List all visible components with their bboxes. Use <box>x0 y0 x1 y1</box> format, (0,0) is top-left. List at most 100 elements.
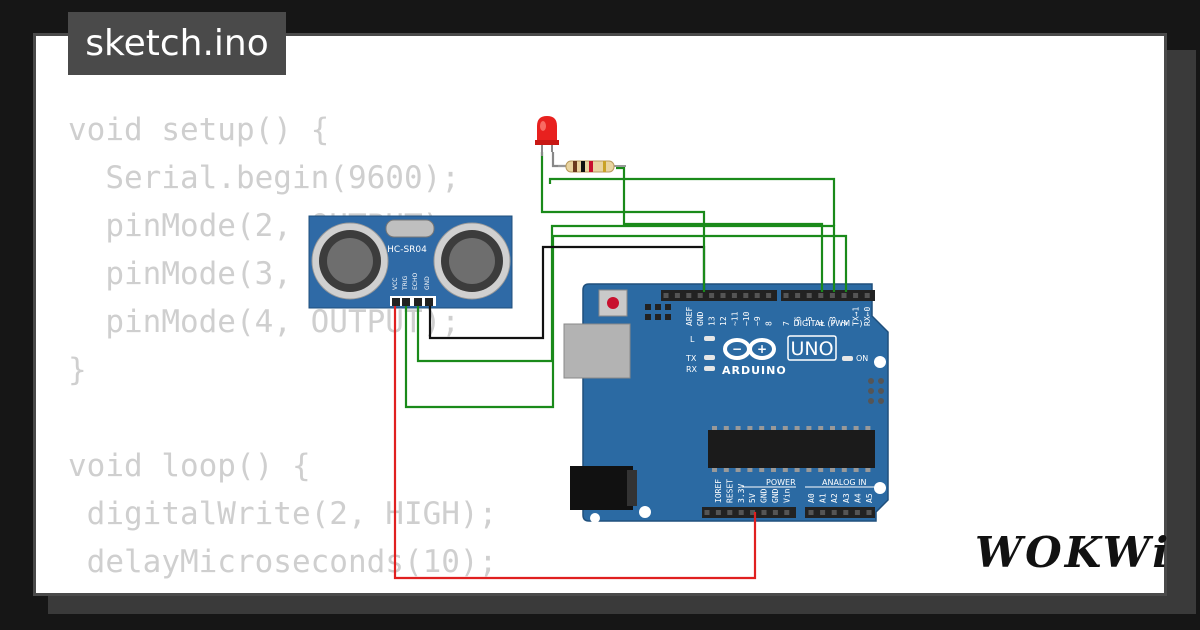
power-pin-label: GND <box>760 488 769 503</box>
header-pin[interactable] <box>806 293 812 298</box>
header-pin[interactable] <box>750 510 756 515</box>
wokwi-logo: WOKWi <box>975 528 1172 577</box>
led-l <box>704 336 715 341</box>
header-pin[interactable] <box>783 293 789 298</box>
mount-hole <box>874 356 886 368</box>
chip-pin <box>806 468 812 472</box>
top-pin-label: ~9 <box>753 316 762 326</box>
sensor-pin-vcc[interactable] <box>392 298 400 306</box>
led-on <box>842 356 853 361</box>
header-pin[interactable] <box>674 293 680 298</box>
sensor-pin-gnd[interactable] <box>425 298 433 306</box>
header-pin[interactable] <box>709 293 715 298</box>
top-pin-label: ~3 <box>828 316 837 326</box>
mount-hole <box>590 513 600 523</box>
chip-pin <box>735 468 741 472</box>
header-pin[interactable] <box>704 510 710 515</box>
chip-pin <box>712 426 717 430</box>
header-pin[interactable] <box>831 510 837 515</box>
chip-pin <box>782 426 788 430</box>
header-pin[interactable] <box>784 510 790 515</box>
sensor-pin-echo[interactable] <box>414 298 422 306</box>
header-pin[interactable] <box>766 293 772 298</box>
resistor[interactable] <box>558 160 626 173</box>
header-pin[interactable] <box>743 293 749 298</box>
analog-pin-label: A1 <box>819 493 828 503</box>
chip-pin <box>794 468 800 472</box>
chip-pin <box>841 468 847 472</box>
uno-badge <box>787 335 837 361</box>
top-pin-label: ~5 <box>805 316 814 326</box>
header-pin[interactable] <box>686 293 692 298</box>
header-pin[interactable] <box>715 510 721 515</box>
wire-vcc[interactable] <box>393 306 757 580</box>
top-pin-label: GND <box>696 311 705 326</box>
power-pin-label: Vin <box>782 488 791 503</box>
led-tx <box>704 355 715 360</box>
icsp-header-right <box>866 376 886 406</box>
crystal <box>385 219 435 238</box>
header-pin[interactable] <box>772 510 778 515</box>
chip-pin <box>794 426 800 430</box>
chip-pin <box>865 468 871 472</box>
analog-pin-label: A3 <box>842 493 851 503</box>
header-pin[interactable] <box>720 293 726 298</box>
digital-header-left <box>661 290 777 301</box>
top-pin-label: ~10 <box>742 311 751 326</box>
top-pin-label: RX←0 <box>863 307 872 326</box>
svg-text:−: − <box>732 342 742 356</box>
header-pin[interactable] <box>761 510 767 515</box>
wire-led-signal[interactable] <box>548 177 836 226</box>
digital-label: DIGITAL (PWM ~) <box>794 319 863 328</box>
header-pin[interactable] <box>866 510 872 515</box>
header-pin[interactable] <box>727 510 733 515</box>
red-led[interactable] <box>535 116 559 156</box>
analog-pin-label: A0 <box>807 493 816 503</box>
code-line: } <box>68 352 87 388</box>
pin-label-gnd: GND <box>424 276 431 290</box>
header-pin[interactable] <box>853 293 859 298</box>
header-pin[interactable] <box>731 293 737 298</box>
wire-resistor[interactable] <box>616 166 824 292</box>
wire-echo[interactable] <box>416 224 836 363</box>
header-pin[interactable] <box>841 293 847 298</box>
header-pin[interactable] <box>854 510 860 515</box>
power-pin-label: GND <box>771 488 780 503</box>
code-line: void setup() { <box>68 112 330 148</box>
header-pin[interactable] <box>808 510 814 515</box>
header-pin[interactable] <box>843 510 849 515</box>
reset-button-cap[interactable] <box>607 297 619 309</box>
hc-sr04-sensor[interactable]: HC-SR04 VCC TRIG ECHO GND <box>308 215 513 309</box>
header-pin[interactable] <box>738 510 744 515</box>
top-pin-label: 4 <box>817 321 826 326</box>
header-pin[interactable] <box>754 293 760 298</box>
chip-pin <box>771 426 776 430</box>
code-line: digitalWrite(2, HIGH); <box>68 496 498 532</box>
power-label: POWER <box>766 478 796 487</box>
code-line: digitalWrite(2, LOW); <box>68 592 479 593</box>
header-pin[interactable] <box>829 293 835 298</box>
usb-connector <box>563 323 631 379</box>
wires <box>393 152 848 580</box>
header-pin[interactable] <box>663 293 669 298</box>
header-pin[interactable] <box>820 510 826 515</box>
top-pin-label: 7 <box>782 321 791 326</box>
chip-pin <box>723 426 729 430</box>
left-transducer <box>311 222 389 300</box>
code-line: Serial.begin(9600); <box>68 160 460 196</box>
right-transducer <box>433 222 511 300</box>
header-pin[interactable] <box>795 293 801 298</box>
header-pin[interactable] <box>697 293 703 298</box>
power-header <box>702 507 796 518</box>
power-pin-label: 5V <box>748 493 757 503</box>
header-pin[interactable] <box>864 293 870 298</box>
top-pin-label: 13 <box>708 316 717 326</box>
chip-pin <box>723 468 729 472</box>
sketch-title[interactable]: sketch.ino <box>68 12 286 75</box>
sensor-pin-trig[interactable] <box>402 298 410 306</box>
header-pin[interactable] <box>818 293 824 298</box>
code-line: pinMode(4, OUTPUT); <box>68 304 460 340</box>
chip-pin <box>747 468 753 472</box>
chip-pin <box>735 426 741 430</box>
